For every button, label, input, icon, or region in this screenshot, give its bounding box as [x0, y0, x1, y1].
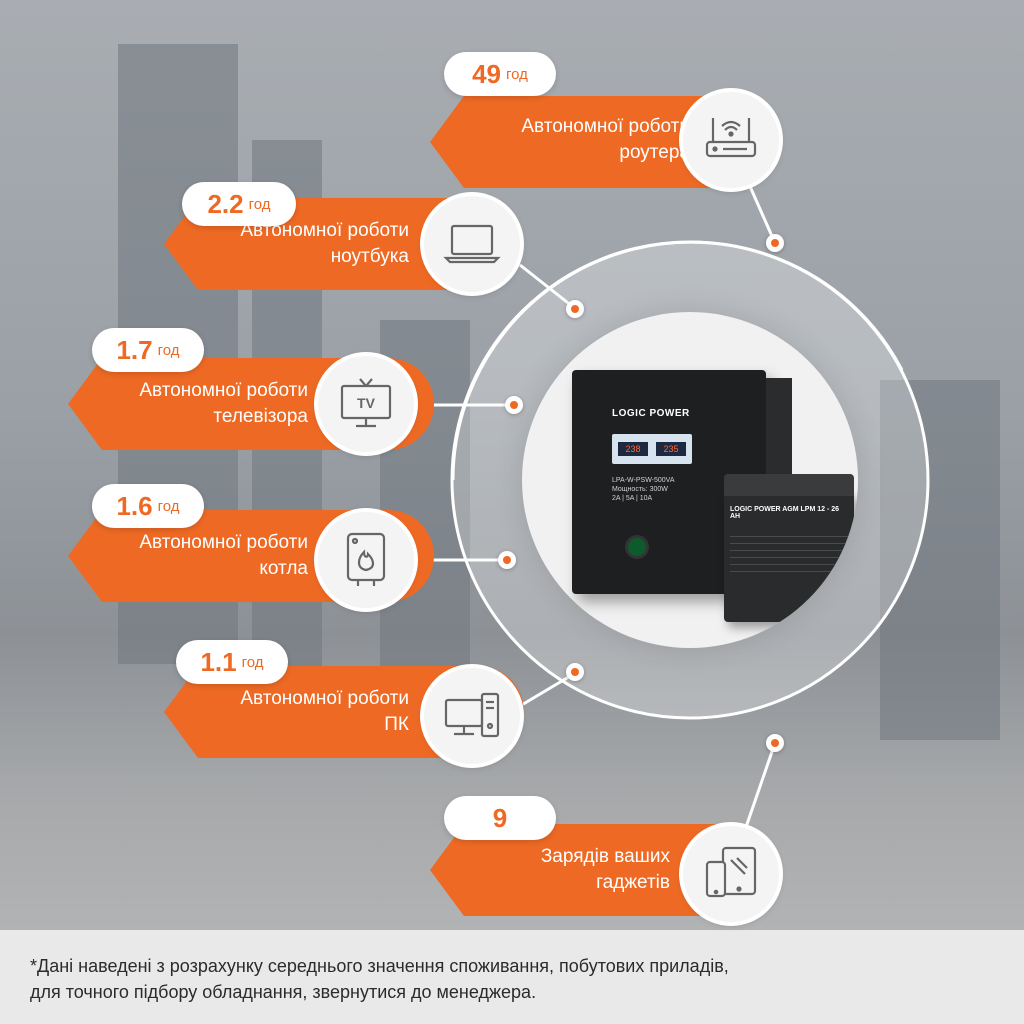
boiler-icon	[318, 512, 414, 608]
boiler-line1: Автономної роботи	[139, 532, 308, 553]
footnote-line2: для точного підбору обладнання, звернути…	[30, 982, 537, 1002]
connector-dot	[766, 734, 784, 752]
battery-label: LOGIC POWER AGM LPM 12 - 26 AH	[730, 506, 840, 520]
connector-dot	[498, 551, 516, 569]
router-unit: год	[506, 65, 528, 83]
pc-unit: год	[241, 653, 264, 671]
gadgets-value-pill: 9	[444, 796, 556, 840]
tv-value: 1.7	[116, 334, 153, 365]
pc-line1: Автономної роботи	[240, 688, 409, 709]
pc-line2: ПК	[384, 714, 409, 735]
model-spec2: 2A | 5A | 10A	[612, 495, 653, 502]
router-value-pill: 49 год	[444, 52, 556, 96]
footnote-line1: *Дані наведені з розрахунку середнього з…	[30, 956, 729, 976]
model-name: LPA-W-PSW-500VA	[612, 477, 675, 484]
battery-table	[730, 536, 848, 576]
connector-dot	[505, 396, 523, 414]
connector-dot	[566, 300, 584, 318]
laptop-icon	[424, 196, 520, 292]
gadgets-value: 9	[492, 802, 508, 833]
tv-icon-text: TV	[357, 395, 376, 411]
router-value: 49	[472, 58, 501, 89]
laptop-line1: Автономної роботи	[240, 220, 409, 241]
inverter-model: LPA-W-PSW-500VA Мощность: 300W 2A | 5A |…	[612, 476, 675, 503]
inverter-display: 238 235	[612, 434, 692, 464]
laptop-value: 2.2	[207, 188, 244, 219]
boiler-line2: котла	[259, 558, 308, 579]
boiler-value: 1.6	[116, 490, 153, 521]
gadgets-icon	[683, 826, 779, 922]
router-line2: роутера	[619, 142, 690, 163]
battery: LOGIC POWER AGM LPM 12 - 26 AH	[724, 474, 854, 622]
inverter-brand: LOGIC POWER	[612, 408, 690, 419]
router-icon	[683, 92, 779, 188]
power-button	[628, 538, 646, 556]
lcd-right: 235	[656, 442, 686, 456]
building-right	[880, 380, 1000, 740]
footnote-band	[0, 930, 1024, 1024]
laptop-line2: ноутбука	[330, 246, 409, 267]
tv-icon: TV	[318, 356, 414, 452]
gadgets-line2: гаджетів	[596, 872, 670, 893]
battery-lid	[724, 474, 854, 496]
product-image: LOGIC POWER 238 235 LPA-W-PSW-500VA Мощн…	[522, 312, 858, 648]
lcd-left: 238	[618, 442, 648, 456]
boiler-unit: год	[157, 497, 180, 515]
tv-unit: год	[157, 341, 180, 359]
gadgets-line1: Зарядів ваших	[540, 846, 670, 867]
connector-dot	[566, 663, 584, 681]
connector-dot	[766, 234, 784, 252]
footnote: *Дані наведені з розрахунку середнього з…	[30, 953, 1010, 1005]
tv-line2: телевізора	[213, 406, 308, 427]
tv-line1: Автономної роботи	[139, 380, 308, 401]
laptop-unit: год	[248, 195, 271, 213]
pc-icon	[424, 668, 520, 764]
pc-value: 1.1	[200, 646, 237, 677]
model-spec: Мощность: 300W	[612, 486, 668, 493]
router-line1: Автономної роботи	[521, 116, 690, 137]
